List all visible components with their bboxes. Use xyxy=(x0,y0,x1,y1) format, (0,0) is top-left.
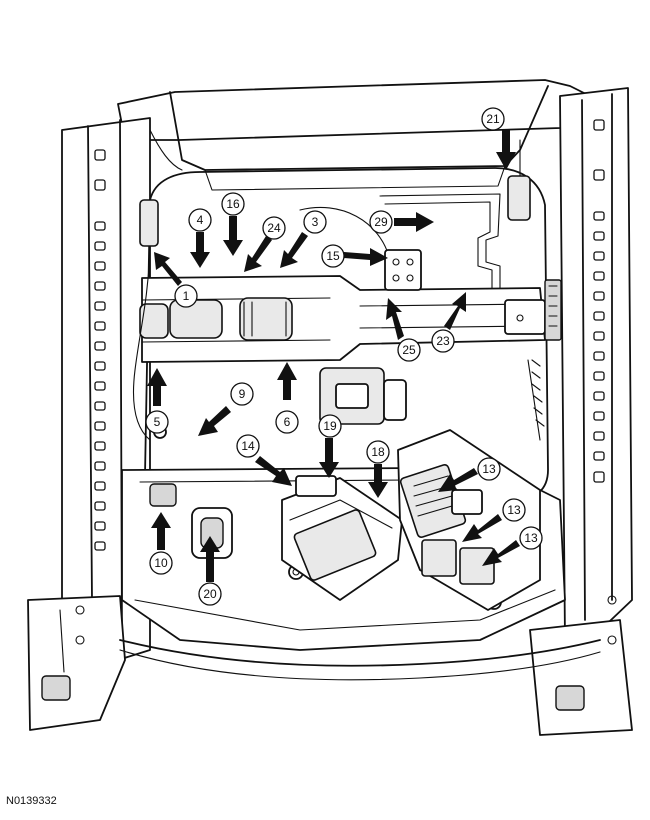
callout-label: 10 xyxy=(154,556,168,570)
callout-label: 20 xyxy=(203,587,217,601)
arrow-21 xyxy=(496,130,516,170)
arrow-23 xyxy=(444,292,466,330)
callout-6: 6 xyxy=(275,410,299,434)
callout-label: 18 xyxy=(371,445,385,459)
arrow-13a xyxy=(438,468,478,492)
callouts: 1 3 4 5 6 9 10 13 13 13 14 15 16 18 19 2… xyxy=(145,107,543,606)
callout-label: 1 xyxy=(183,289,190,303)
arrow-13b xyxy=(462,514,502,542)
callout-13-top: 13 xyxy=(477,457,501,481)
callout-25: 25 xyxy=(397,338,421,362)
callout-label: 9 xyxy=(239,387,246,401)
arrow-25 xyxy=(386,298,404,340)
callout-21: 21 xyxy=(481,107,505,131)
callout-19: 19 xyxy=(318,414,342,438)
callout-18: 18 xyxy=(366,440,390,464)
callout-label: 23 xyxy=(436,334,450,348)
left-rail-slots xyxy=(94,149,106,551)
callout-10: 10 xyxy=(149,551,173,575)
callout-label: 6 xyxy=(284,415,291,429)
callout-label: 15 xyxy=(326,249,340,263)
callout-label: 3 xyxy=(312,215,319,229)
callout-20: 20 xyxy=(198,582,222,606)
seat-frame-drawing xyxy=(27,79,633,736)
arrow-10 xyxy=(151,512,171,550)
callout-3: 3 xyxy=(303,210,327,234)
callout-23: 23 xyxy=(431,329,455,353)
arrow-1 xyxy=(154,252,182,286)
figure-id-label: N0139332 xyxy=(6,795,57,807)
callout-label: 16 xyxy=(226,197,240,211)
callout-15: 15 xyxy=(321,244,345,268)
callout-16: 16 xyxy=(221,192,245,216)
callout-label: 13 xyxy=(482,462,496,476)
callout-5: 5 xyxy=(145,410,169,434)
arrow-6 xyxy=(277,362,297,400)
right-rail-slots xyxy=(593,119,605,483)
callout-label: 5 xyxy=(154,415,161,429)
callout-label: 21 xyxy=(486,112,500,126)
callout-label: 25 xyxy=(402,343,416,357)
arrow-29 xyxy=(394,212,434,232)
arrow-16 xyxy=(223,216,243,256)
callout-arrows xyxy=(147,130,520,582)
callout-label: 4 xyxy=(197,213,204,227)
arrow-9 xyxy=(198,406,231,436)
callout-24: 24 xyxy=(262,216,286,240)
callout-label: 19 xyxy=(323,419,337,433)
arrow-19 xyxy=(319,438,339,478)
arrow-4 xyxy=(190,232,210,268)
arrow-18 xyxy=(368,464,388,498)
arrow-13c xyxy=(482,540,520,566)
callout-4: 4 xyxy=(188,208,212,232)
arrow-14 xyxy=(255,456,292,486)
callout-label: 29 xyxy=(374,215,388,229)
arrow-20 xyxy=(200,536,220,582)
arrow-5 xyxy=(147,368,167,406)
callout-label: 14 xyxy=(241,439,255,453)
callout-14: 14 xyxy=(236,434,260,458)
callout-13-mid: 13 xyxy=(502,498,526,522)
callout-29: 29 xyxy=(369,210,393,234)
callout-label: 24 xyxy=(267,221,281,235)
callout-1: 1 xyxy=(174,284,198,308)
callout-13-bottom: 13 xyxy=(519,526,543,550)
arrow-24 xyxy=(244,236,272,272)
callout-label: 13 xyxy=(524,531,538,545)
arrow-3 xyxy=(280,232,308,268)
callout-9: 9 xyxy=(230,382,254,406)
callout-label: 13 xyxy=(507,503,521,517)
arrow-15 xyxy=(344,248,388,266)
